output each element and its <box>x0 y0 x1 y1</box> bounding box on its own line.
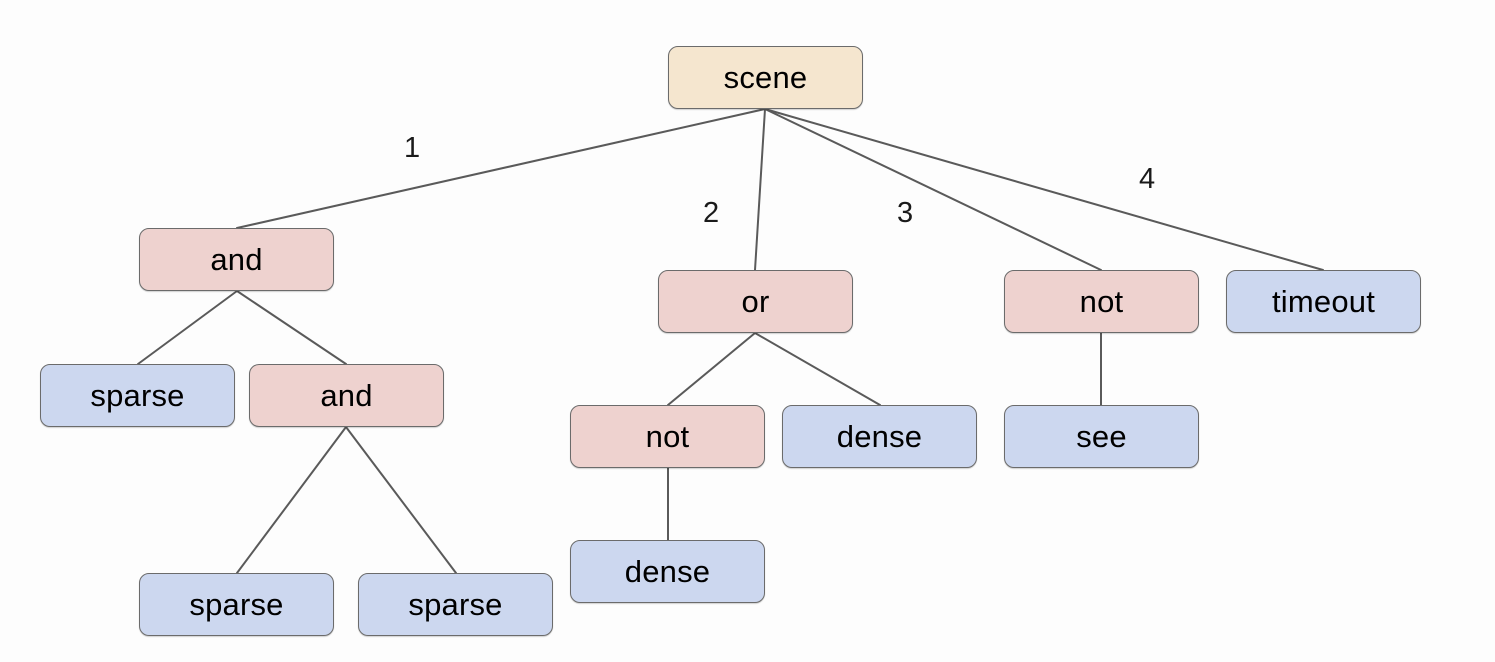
tree-node-not2[interactable]: not <box>570 405 765 468</box>
tree-node-scene[interactable]: scene <box>668 46 863 109</box>
tree-edge-or1-to-dense1 <box>754 332 881 406</box>
tree-node-sparse2[interactable]: sparse <box>139 573 334 636</box>
tree-node-and1[interactable]: and <box>139 228 334 291</box>
edge-label-2: 2 <box>703 197 720 229</box>
tree-edge-scene-to-timeout1 <box>764 108 1324 271</box>
tree-edge-and1-to-sparse1 <box>137 290 238 365</box>
tree-node-see1[interactable]: see <box>1004 405 1199 468</box>
edge-label-1: 1 <box>404 132 421 164</box>
tree-node-not1[interactable]: not <box>1004 270 1199 333</box>
tree-edge-and2-to-sparse3 <box>345 426 457 574</box>
tree-node-and2[interactable]: and <box>249 364 444 427</box>
tree-edge-and2-to-sparse2 <box>236 426 347 574</box>
tree-node-sparse1[interactable]: sparse <box>40 364 235 427</box>
tree-edge-or1-to-not2 <box>667 332 756 406</box>
tree-node-dense2[interactable]: dense <box>570 540 765 603</box>
edge-label-4: 4 <box>1139 163 1156 195</box>
tree-edge-scene-to-not1 <box>764 108 1102 271</box>
tree-edge-scene-to-and1 <box>236 108 766 229</box>
tree-node-or1[interactable]: or <box>658 270 853 333</box>
edge-label-3: 3 <box>897 197 914 229</box>
tree-node-timeout1[interactable]: timeout <box>1226 270 1421 333</box>
tree-edge-and1-to-and2 <box>236 290 347 365</box>
tree-node-sparse3[interactable]: sparse <box>358 573 553 636</box>
tree-edge-scene-to-or1 <box>754 108 766 271</box>
tree-node-dense1[interactable]: dense <box>782 405 977 468</box>
